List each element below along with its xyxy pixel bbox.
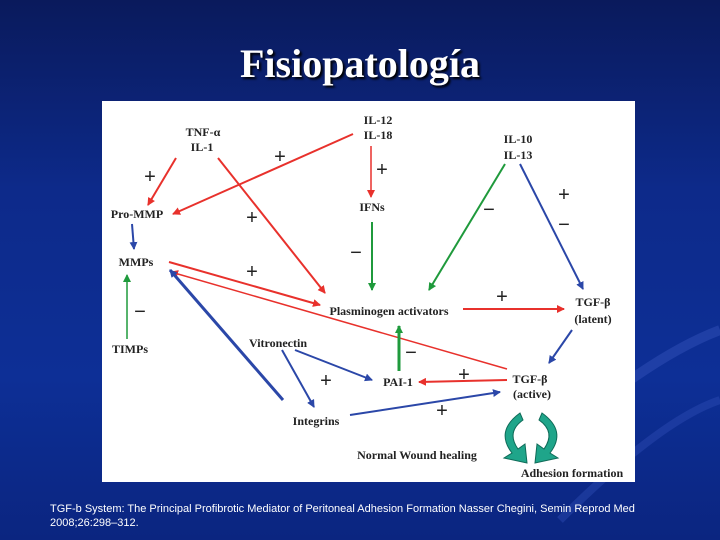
sign-minus-il10: − xyxy=(483,199,495,221)
sign-plus-tnf-plasminogen: + xyxy=(246,207,258,229)
node-mmps: MMPs xyxy=(119,255,154,269)
arrow-tgf-active-to-mmps xyxy=(170,270,508,370)
arrow-il13-to-tgf-latent xyxy=(519,163,584,290)
node-latent-label: (latent) xyxy=(574,312,611,326)
node-integrins: Integrins xyxy=(293,414,340,428)
arrow-tnf-to-promm xyxy=(147,157,177,206)
sign-minus-pai1: − xyxy=(405,342,417,364)
node-il12: IL-12 xyxy=(364,113,393,127)
arrow-tgf-latent-to-tgf-active xyxy=(548,329,573,364)
sign-plus-mmps-plasminogen: + xyxy=(246,261,258,283)
node-tgf-beta-active: TGF-β xyxy=(513,372,548,386)
arrow-integrins-to-mmps xyxy=(168,269,285,401)
sign-minus-il13: − xyxy=(558,214,570,236)
sign-plus-il12-ifns: + xyxy=(376,159,388,181)
citation: TGF-b System: The Principal Profibrotic … xyxy=(50,503,635,529)
curved-arrow-right xyxy=(534,412,560,464)
node-ifns: IFNs xyxy=(359,200,385,214)
pathway-diagram: TNF-α IL-1 IL-12 IL-18 IL-10 IL-13 Pro-M… xyxy=(111,113,624,480)
arrow-il10-to-plasminogen xyxy=(428,163,506,291)
diagram-panel: TNF-α IL-1 IL-12 IL-18 IL-10 IL-13 Pro-M… xyxy=(102,101,635,482)
node-adhesion-formation: Adhesion formation xyxy=(521,466,624,480)
arrow-tnf-to-plasminogen xyxy=(217,157,326,294)
arrow-promm-to-mmps xyxy=(129,223,138,250)
sign-plus-vitronectin: + xyxy=(320,370,332,392)
node-pai1: PAI-1 xyxy=(383,375,413,389)
sign-plus-plasminogen-tgf: + xyxy=(496,286,508,308)
node-normal-wound-healing: Normal Wound healing xyxy=(357,448,477,462)
sign-plus-il13: + xyxy=(558,184,570,206)
arrow-tgf-active-to-pai1 xyxy=(418,377,508,386)
sign-minus-timps: − xyxy=(134,301,146,323)
node-il1: IL-1 xyxy=(191,140,214,154)
node-il10: IL-10 xyxy=(504,132,533,146)
arrow-vitronectin-to-pai1 xyxy=(294,349,373,382)
sign-minus-ifns: − xyxy=(350,242,362,264)
arrow-vitronectin-to-integrins xyxy=(281,349,315,408)
curved-arrow-left xyxy=(502,412,528,464)
node-active-label: (active) xyxy=(513,387,551,401)
sign-plus-tgf-pai1: + xyxy=(458,364,470,386)
sign-plus-il12-promm: + xyxy=(274,146,286,168)
node-vitronectin: Vitronectin xyxy=(249,336,307,350)
node-il18: IL-18 xyxy=(364,128,393,142)
node-plasminogen-activators: Plasminogen activators xyxy=(330,304,449,318)
arrow-integrins-to-tgf-active xyxy=(349,389,501,416)
slide-title: Fisiopatología xyxy=(239,41,481,86)
arrow-il12-to-promm xyxy=(172,133,354,215)
node-tnf-alpha: TNF-α xyxy=(186,125,221,139)
node-tgf-beta-latent: TGF-β xyxy=(576,295,611,309)
sign-plus-tnf-promm: + xyxy=(144,166,156,188)
node-pro-mmp: Pro-MMP xyxy=(111,207,163,221)
node-il13: IL-13 xyxy=(504,148,533,162)
node-timps: TIMPs xyxy=(112,342,148,356)
sign-plus-integrins-tgf: + xyxy=(436,400,448,422)
arrow-mmps-to-plasminogen xyxy=(168,261,321,307)
